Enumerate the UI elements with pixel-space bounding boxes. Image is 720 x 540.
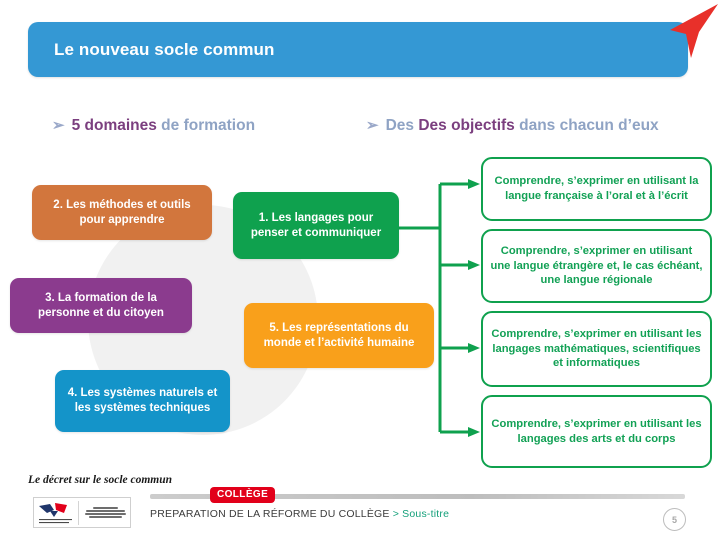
headline-right-lead: Des [385,117,419,134]
objective-box-4[interactable]: Comprendre, s’exprimer en utilisant les … [481,395,712,468]
domain-box-2[interactable]: 2. Les méthodes et outils pour apprendre [32,185,212,240]
chevron-right-icon: ➢ [52,117,65,134]
page-number-badge: 5 [663,508,686,531]
headline-domaines: ➢ 5 domaines de formation [52,116,255,135]
domain-box-3[interactable]: 3. La formation de la personne et du cit… [10,278,192,333]
headline-right-light: dans chacun d’eux [519,117,659,134]
objective-box-1[interactable]: Comprendre, s’exprimer en utilisant la l… [481,157,712,221]
objective-box-3[interactable]: Comprendre, s’exprimer en utilisant les … [481,311,712,387]
footer-caption-subtitle: > Sous-titre [392,508,450,520]
domain-box-4[interactable]: 4. Les systèmes naturels et les systèmes… [55,370,230,432]
headline-right-strong: Des objectifs [418,117,515,134]
footer-caption-main: PREPARATION DE LA RÉFORME DU COLLÈGE [150,508,393,520]
ministry-wordmark [79,506,130,519]
slide-title-bar: Le nouveau socle commun [28,22,688,77]
page-title: Le nouveau socle commun [54,40,275,59]
red-arrow-icon [670,4,718,58]
objective-box-2[interactable]: Comprendre, s’exprimer en utilisant une … [481,229,712,303]
headline-left-strong: 5 domaines [71,117,157,134]
headline-objectifs: ➢ Des Des objectifs dans chacun d’eux [366,116,659,135]
chevron-right-icon: ➢ [366,117,379,134]
ministry-logo [33,497,131,528]
logo-divider [78,500,79,525]
footer-divider [150,494,685,499]
footer-caption: PREPARATION DE LA RÉFORME DU COLLÈGE > S… [150,508,449,520]
headline-left-light: de formation [161,117,256,134]
domain-box-1[interactable]: 1. Les langages pour penser et communiqu… [233,192,399,259]
college-badge: COLLÈGE [210,487,276,503]
decree-note: Le décret sur le socle commun [28,474,173,486]
domain-box-5[interactable]: 5. Les représentations du monde et l’act… [244,303,434,368]
marianne-icon [34,498,78,527]
